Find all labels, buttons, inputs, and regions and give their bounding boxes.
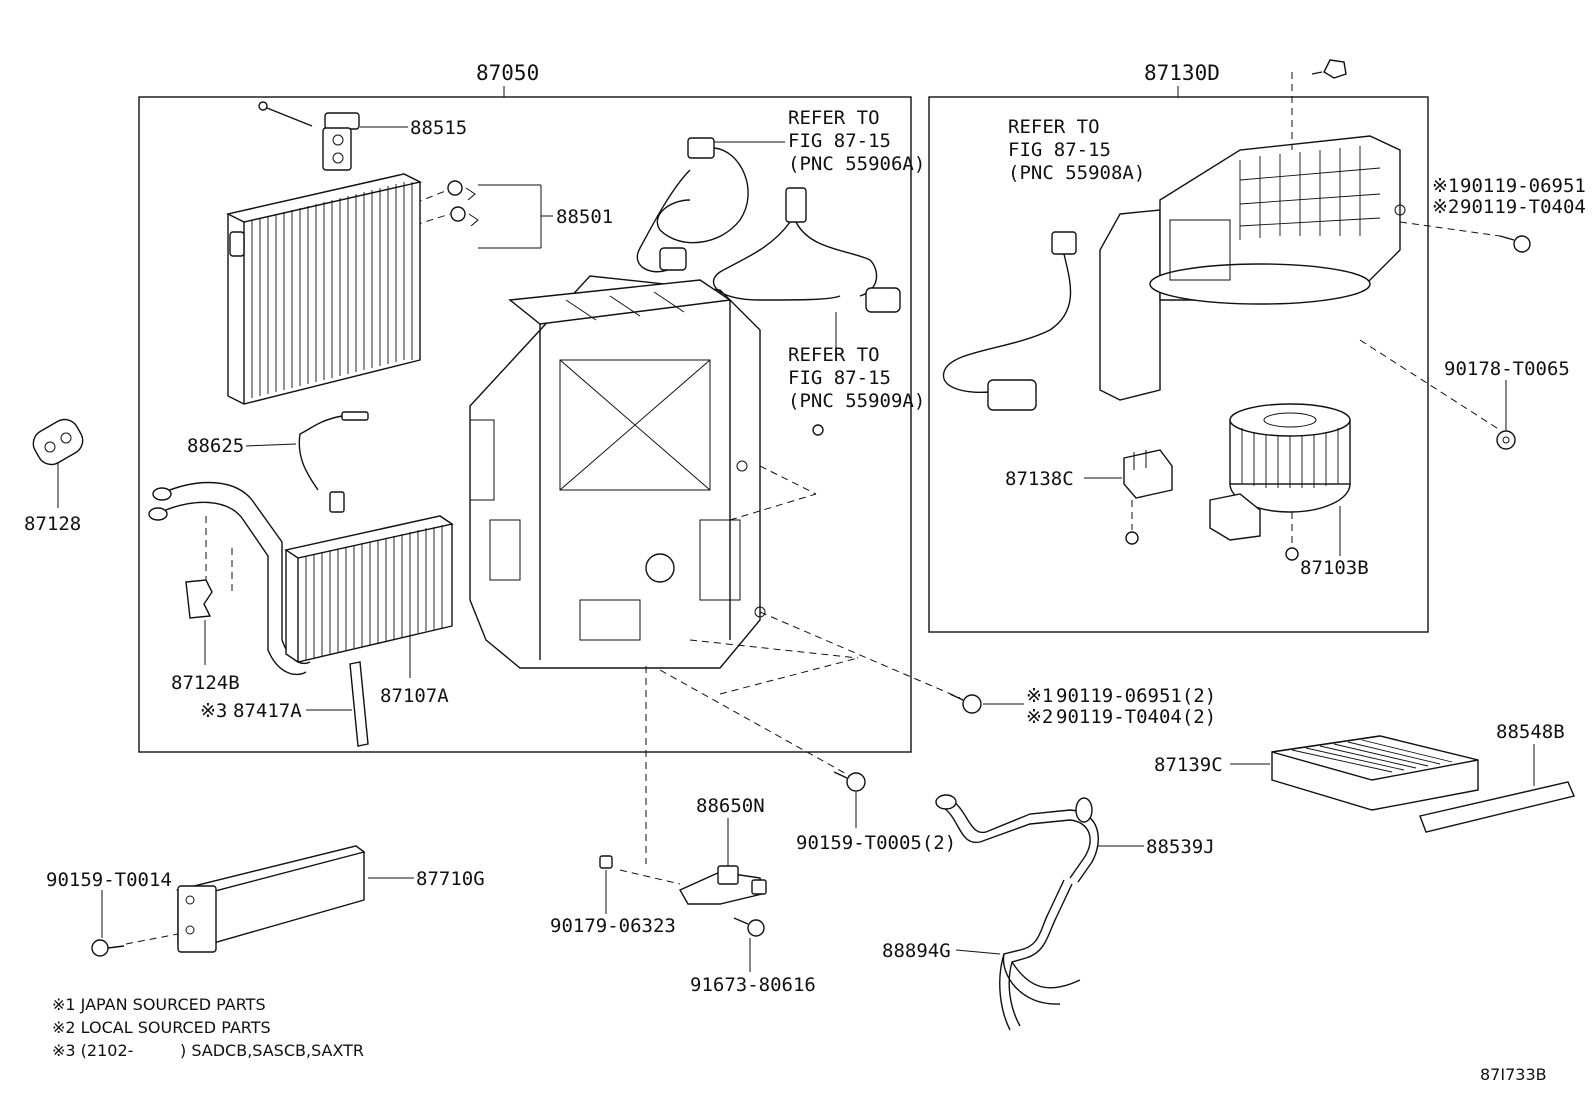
blower-motor-label: 87103B xyxy=(1300,557,1369,579)
evaporator-core xyxy=(225,173,423,405)
seal-insulator-mark: ※3 xyxy=(200,700,227,722)
note-model-codes: ) SADCB,SASCB,SAXTR xyxy=(180,1041,364,1060)
unit-screw-1-mark: ※1 xyxy=(1026,685,1053,707)
grommet-label: 87128 xyxy=(24,513,81,535)
blower-case xyxy=(1099,59,1501,431)
cabin-filter-label: 87139C xyxy=(1154,754,1223,776)
seal-insulator-label: 87417A xyxy=(233,700,302,722)
refer-55908a-line-2: FIG 87-15 xyxy=(1008,139,1111,161)
thermistor-label: 88625 xyxy=(187,435,244,457)
expansion-valve: 88515 xyxy=(258,101,467,171)
bracket-bolt: 91673-80616 xyxy=(690,917,816,996)
thermistor: 88625 xyxy=(187,411,369,513)
refer-55909a-line-1: REFER TO xyxy=(788,344,880,366)
bracket-clip: 90179-06323 xyxy=(550,855,676,937)
ptc-heater-screw-label: 90159-T0014 xyxy=(46,869,172,891)
pipe-hose-label: 88894G xyxy=(882,940,951,962)
blower-screw-1-label: 90119-06951 xyxy=(1460,175,1586,197)
seal-insulator: ※3 87417A xyxy=(200,661,369,747)
refer-55906a-line-2: FIG 87-15 xyxy=(788,130,891,152)
o-rings: 88501 xyxy=(414,180,613,249)
refer-55908a-line-1: REFER TO xyxy=(1008,116,1100,138)
wire-harness-a: REFER TO FIG 87-15 (PNC 55906A) xyxy=(636,107,925,273)
note-date-range-start: ※3 (2102- xyxy=(52,1041,133,1060)
wire-harness-b: REFER TO FIG 87-15 (PNC 55909A) xyxy=(712,187,925,436)
unit-screw: ※1 90119-06951(2) ※2 90119-T0404(2) xyxy=(949,685,1216,728)
blower-unit-group: 87130D xyxy=(928,61,1429,633)
grommet: 87128 xyxy=(24,418,84,535)
pipe-clamp-label: 87124B xyxy=(171,672,240,694)
evaporator-unit-label: 87050 xyxy=(476,61,539,85)
blower-screw-1-mark: ※1 xyxy=(1432,175,1459,197)
blower-screw-right: ※1 90119-06951 ※2 90119-T0404 xyxy=(1432,175,1586,253)
bracket-clip-label: 90179-06323 xyxy=(550,915,676,937)
heater-core: 87107A xyxy=(284,515,454,707)
blower-screw-2-label: 90119-T0404 xyxy=(1460,196,1586,218)
bracket-bolt-label: 91673-80616 xyxy=(690,974,816,996)
blower-resistor: 87138C xyxy=(1005,449,1173,545)
filter-cover-label: 88548B xyxy=(1496,721,1565,743)
blower-harness: REFER TO FIG 87-15 (PNC 55908A) xyxy=(942,116,1145,411)
blower-unit-label: 87130D xyxy=(1144,61,1220,85)
refer-55906a-line-1: REFER TO xyxy=(788,107,880,129)
unit-screw-2-label: 90119-T0404(2) xyxy=(1056,706,1216,728)
refer-55909a-line-3: (PNC 55909A) xyxy=(788,390,925,412)
ptc-heater-label: 87710G xyxy=(416,868,485,890)
pipe-clamp: 87124B xyxy=(171,579,240,694)
filter-cover: 88548B xyxy=(1419,721,1575,833)
refer-55909a-line-2: FIG 87-15 xyxy=(788,367,891,389)
blower-clip: 90178-T0065 xyxy=(1444,358,1570,450)
footnotes: ※1 JAPAN SOURCED PARTS ※2 LOCAL SOURCED … xyxy=(52,995,364,1060)
sensor-bracket: 88650N xyxy=(619,666,767,905)
pipe-hose: 88894G xyxy=(882,879,1081,1031)
unit-screw-1-label: 90119-06951(2) xyxy=(1056,685,1216,707)
note-local-sourced: ※2 LOCAL SOURCED PARTS xyxy=(52,1018,271,1037)
refer-55906a-line-3: (PNC 55906A) xyxy=(788,153,925,175)
expansion-valve-label: 88515 xyxy=(410,117,467,139)
drain-hose: 88539J xyxy=(935,794,1215,883)
hvac-case xyxy=(469,275,961,777)
unit-screw-2-mark: ※2 xyxy=(1026,706,1053,728)
ptc-heater: 87710G xyxy=(175,845,485,953)
drain-hose-label: 88539J xyxy=(1146,836,1215,858)
unit-bolt-label: 90159-T0005(2) xyxy=(796,832,956,854)
o-rings-label: 88501 xyxy=(556,206,613,228)
note-japan-sourced: ※1 JAPAN SOURCED PARTS xyxy=(52,995,266,1014)
refer-55908a-line-3: (PNC 55908A) xyxy=(1008,162,1145,184)
unit-bolt: 90159-T0005(2) xyxy=(796,771,956,854)
sensor-bracket-label: 88650N xyxy=(696,795,765,817)
cabin-filter: 87139C xyxy=(1154,735,1479,811)
heater-core-label: 87107A xyxy=(380,685,449,707)
ptc-heater-screw: 90159-T0014 xyxy=(46,869,179,957)
figure-code: 87I733B xyxy=(1480,1065,1547,1084)
blower-screw-2-mark: ※2 xyxy=(1432,196,1459,218)
blower-resistor-label: 87138C xyxy=(1005,468,1074,490)
blower-clip-label: 90178-T0065 xyxy=(1444,358,1570,380)
blower-motor: 87103B xyxy=(1209,403,1369,579)
evaporator-unit-group: 87050 xyxy=(138,61,912,753)
